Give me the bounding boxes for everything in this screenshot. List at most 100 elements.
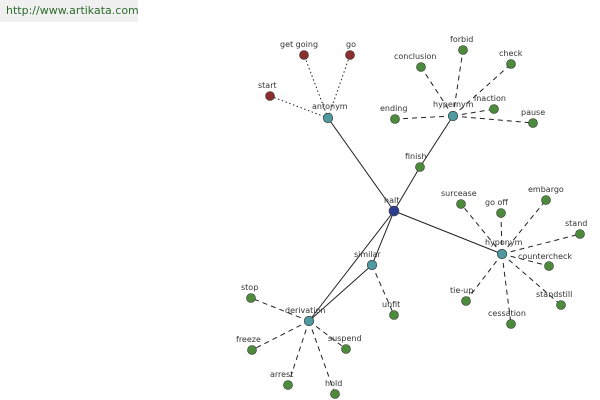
edge-center-derivation [308,210,395,322]
relation-node-similar[interactable]: similar [354,250,382,271]
word-node-ending[interactable]: ending [380,104,407,124]
word-node-go-dot[interactable] [345,50,355,60]
center-node[interactable]: halt [384,196,400,217]
edge-center-similar [371,210,395,266]
word-node-pause-label: pause [521,108,545,117]
edge-hypernym-inaction [452,108,495,117]
word-node-arrest-dot[interactable] [283,380,293,390]
nodes-layer: get going go start conclusion forbid check end… [236,35,587,399]
word-node-freeze-dot[interactable] [247,345,257,355]
word-node-inaction-dot[interactable] [489,104,499,114]
relation-node-derivation-dot[interactable] [303,315,315,327]
word-node-cessation-dot[interactable] [506,319,516,329]
word-node-forbid-label: forbid [450,35,473,44]
relation-node-similar-label: similar [354,250,382,259]
word-node-surcease-dot[interactable] [456,199,466,209]
word-node-hold[interactable]: hold [325,379,342,399]
word-node-unfit-dot[interactable] [389,310,399,320]
relation-node-hypernym-dot[interactable] [447,110,459,122]
word-node-tie-up-dot[interactable] [461,296,471,306]
word-node-stand-dot[interactable] [575,229,585,239]
word-node-arrest[interactable]: arrest [270,370,293,390]
word-node-pause-dot[interactable] [528,118,538,128]
word-node-countercheck[interactable]: countercheck [518,252,572,271]
edge-similar-unfit [371,264,395,316]
edge-derivation-suspend [308,320,347,350]
relation-node-antonym-label: antonym [312,102,348,111]
edge-derivation-freeze [251,320,310,351]
word-node-go-off-label: go off [485,198,508,207]
relation-node-similar-dot[interactable] [366,259,378,271]
word-node-tie-up[interactable]: tie-up [450,286,473,306]
word-node-surcease[interactable]: surcease [441,189,477,209]
word-node-pause[interactable]: pause [521,108,545,128]
edge-hypernym-check [452,63,512,117]
word-node-cessation[interactable]: cessation [488,309,526,329]
word-node-suspend-label: suspend [328,334,362,343]
edge-hyponym-standstill [501,253,562,306]
word-node-conclusion-dot[interactable] [416,62,426,72]
center-node-dot[interactable] [388,205,400,217]
word-node-suspend-dot[interactable] [341,344,351,354]
relation-node-antonym[interactable]: antonym [312,102,348,124]
word-node-stop[interactable]: stop [241,283,258,303]
word-node-conclusion-label: conclusion [394,52,436,61]
edge-center-finish [393,166,421,212]
edge-similar-derivation [308,264,373,322]
relation-node-hypernym-label: hypernym [433,100,474,109]
word-node-embargo-dot[interactable] [541,195,551,205]
word-node-start-dot[interactable] [265,91,275,101]
edge-antonym-go [327,54,351,119]
center-node-label: halt [384,196,399,205]
word-node-start[interactable]: start [258,81,277,101]
word-node-ending-label: ending [380,104,407,113]
word-node-get-going[interactable]: get going [280,40,318,60]
relation-node-hypernym[interactable]: hypernym [433,100,474,122]
relation-node-hyponym-dot[interactable] [496,248,508,260]
word-node-get-going-label: get going [280,40,318,49]
word-node-forbid[interactable]: forbid [450,35,473,55]
word-node-countercheck-dot[interactable] [544,261,554,271]
word-node-ending-dot[interactable] [390,114,400,124]
edge-hyponym-embargo [501,199,547,255]
edge-hyponym-surcease [460,203,503,255]
word-node-forbid-dot[interactable] [458,45,468,55]
edge-hyponym-go-off [500,212,503,255]
word-node-standstill-dot[interactable] [556,300,566,310]
word-node-countercheck-label: countercheck [518,252,572,261]
word-node-embargo[interactable]: embargo [528,185,564,205]
edge-finish-hypernym [419,115,454,168]
word-node-get-going-dot[interactable] [299,50,309,60]
word-node-freeze[interactable]: freeze [236,335,261,355]
word-node-inaction-label: inaction [474,94,506,103]
word-node-check-dot[interactable] [506,59,516,69]
word-node-stand[interactable]: stand [565,219,587,239]
edge-derivation-hold [308,320,336,395]
word-node-suspend[interactable]: suspend [328,334,362,354]
relation-node-antonym-dot[interactable] [322,112,334,124]
word-node-hold-dot[interactable] [330,389,340,399]
word-node-unfit[interactable]: unfit [382,300,400,320]
edge-hyponym-cessation [501,253,512,325]
word-node-inaction[interactable]: inaction [474,94,506,114]
word-node-go-off-dot[interactable] [496,208,506,218]
word-node-finish[interactable]: finish [405,152,427,172]
word-node-standstill[interactable]: standstill [536,290,572,310]
relation-node-derivation[interactable]: derivation [285,306,325,327]
word-node-conclusion[interactable]: conclusion [394,52,436,72]
edge-hypernym-conclusion [420,66,454,117]
word-node-check-label: check [499,49,523,58]
word-node-stop-dot[interactable] [246,293,256,303]
word-node-go-off[interactable]: go off [485,198,508,218]
edge-antonym-get-going [303,54,329,119]
word-node-go[interactable]: go [345,40,357,60]
word-node-embargo-label: embargo [528,185,564,194]
relation-node-hyponym[interactable]: hyponym [485,238,523,260]
word-node-finish-dot[interactable] [415,162,425,172]
word-node-check[interactable]: check [499,49,523,69]
source-url[interactable]: http://www.artikata.com [0,0,139,22]
edge-derivation-stop [250,297,310,322]
edge-hypernym-forbid [452,49,464,117]
word-node-stand-label: stand [565,219,587,228]
